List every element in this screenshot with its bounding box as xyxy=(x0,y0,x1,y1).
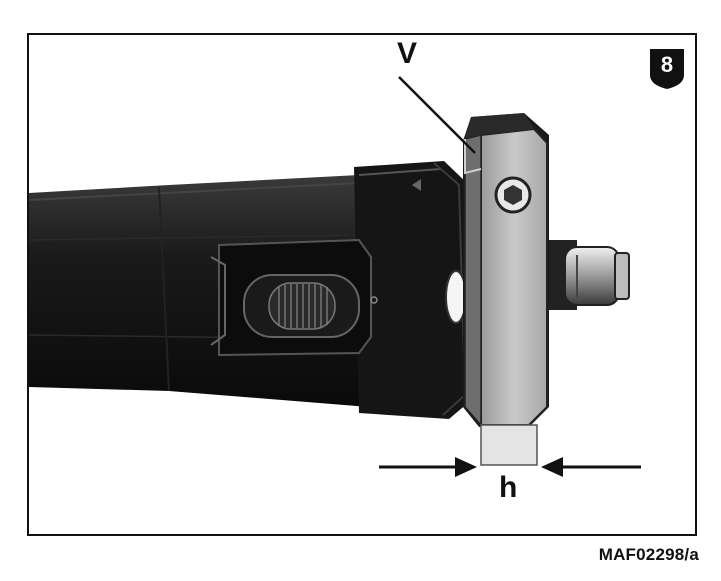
hex-socket-bolt-icon xyxy=(494,176,532,214)
illustration-frame: V h 8 xyxy=(27,33,697,536)
spindle-nut xyxy=(547,240,630,310)
dimension-arrows-icon xyxy=(379,457,641,477)
callout-leader-line xyxy=(398,76,476,154)
dimension-label-h: h xyxy=(499,471,518,504)
figure-code: MAF02298/a xyxy=(598,545,699,564)
step-badge-icon: 8 xyxy=(650,49,684,89)
gauge-block xyxy=(480,424,538,466)
callout-label-v: V xyxy=(397,37,418,70)
tool-illustration xyxy=(29,76,641,477)
step-number: 8 xyxy=(660,52,674,77)
spindle-lock-window xyxy=(210,238,378,357)
gauge-bracket xyxy=(463,113,549,427)
